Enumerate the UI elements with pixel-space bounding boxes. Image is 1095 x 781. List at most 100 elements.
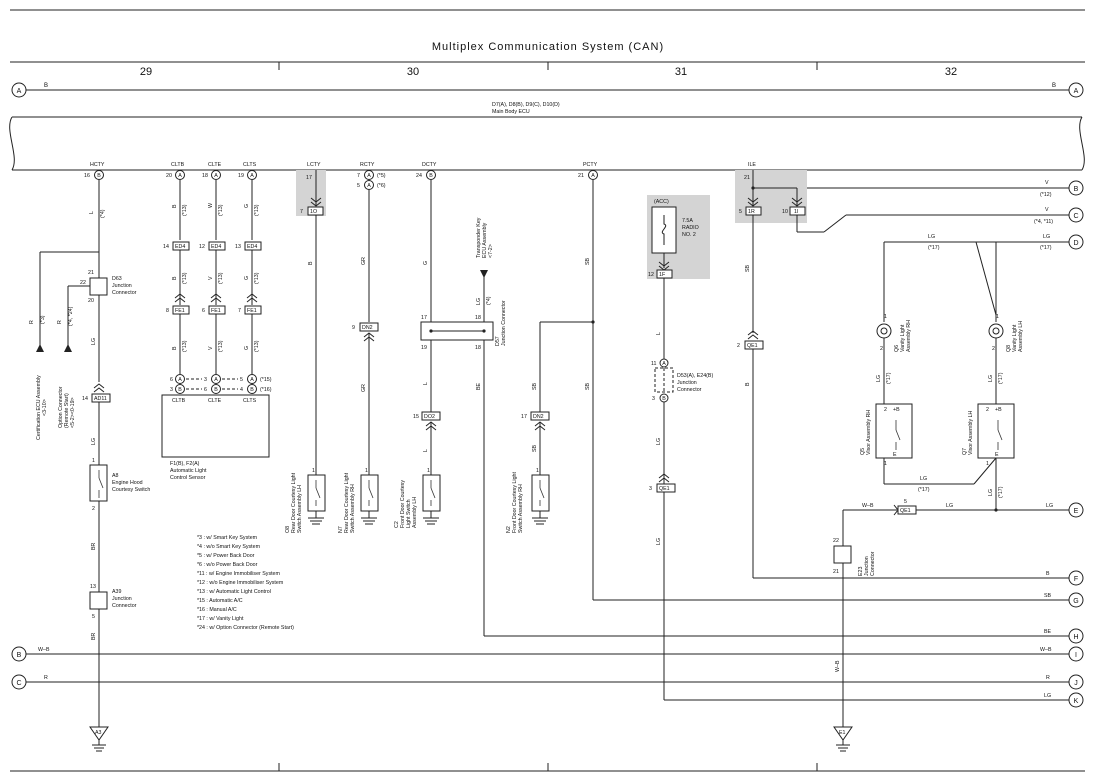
svg-text:11: 11 bbox=[651, 361, 657, 367]
svg-text:N7: N7 bbox=[338, 526, 344, 533]
svg-text:1: 1 bbox=[536, 468, 539, 474]
svg-text:ED4: ED4 bbox=[211, 244, 221, 250]
svg-text:13: 13 bbox=[235, 244, 241, 250]
svg-text:Assembly LH: Assembly LH bbox=[1018, 321, 1024, 352]
svg-text:LG: LG bbox=[656, 438, 662, 445]
svg-text:D: D bbox=[1073, 240, 1078, 247]
svg-text:C2: C2 bbox=[394, 521, 400, 528]
svg-text:W–B: W–B bbox=[1040, 647, 1052, 653]
svg-text:19: 19 bbox=[238, 173, 244, 179]
svg-text:LG: LG bbox=[920, 476, 927, 482]
svg-text:W: W bbox=[208, 203, 214, 208]
svg-text:1O: 1O bbox=[310, 209, 317, 215]
svg-text:*16 : Manual A/C: *16 : Manual A/C bbox=[197, 607, 237, 613]
svg-text:FE1: FE1 bbox=[175, 308, 185, 314]
svg-text:D63: D63 bbox=[112, 276, 122, 282]
svg-text:2: 2 bbox=[986, 407, 989, 413]
c2-switch bbox=[422, 474, 441, 512]
svg-text:E: E bbox=[995, 452, 999, 458]
ground-e1 bbox=[833, 726, 853, 741]
ecu-name: Main Body ECU bbox=[492, 109, 530, 115]
svg-text:LG: LG bbox=[928, 234, 935, 240]
svg-text:*4 : w/o Smart Key System: *4 : w/o Smart Key System bbox=[197, 544, 261, 550]
svg-text:LG: LG bbox=[656, 538, 662, 545]
svg-text:(*13): (*13) bbox=[254, 272, 260, 284]
svg-text:J: J bbox=[1074, 680, 1078, 687]
svg-text:B: B bbox=[429, 173, 433, 179]
svg-text:QE1: QE1 bbox=[659, 486, 670, 492]
svg-text:ED4: ED4 bbox=[175, 244, 185, 250]
svg-text:9: 9 bbox=[352, 325, 355, 331]
term-pcty: PCTY bbox=[583, 162, 598, 168]
hcty-circuit: L (*4) 21 22 20 D63 Junction Connector L… bbox=[29, 180, 150, 752]
svg-text:B: B bbox=[172, 346, 178, 350]
svg-text:B: B bbox=[97, 173, 101, 179]
svg-text:21: 21 bbox=[578, 173, 584, 179]
svg-text:(*16): (*16) bbox=[260, 387, 272, 393]
ecu-pins: B16 A20 A18 A19 17 A7(*5) A5(*6) B24 A21… bbox=[84, 170, 750, 190]
svg-text:B: B bbox=[745, 382, 751, 386]
svg-text:A3: A3 bbox=[95, 730, 102, 736]
term-dcty: DCTY bbox=[422, 162, 437, 168]
svg-text:Junction: Junction bbox=[112, 596, 132, 602]
svg-text:Junction Connector: Junction Connector bbox=[501, 300, 507, 346]
svg-text:1F: 1F bbox=[659, 272, 666, 278]
ecu-terminal-labels: HCTY CLTB CLTE CLTS LCTY RCTY DCTY PCTY … bbox=[90, 162, 756, 168]
svg-text:<5-2><0-19>: <5-2><0-19> bbox=[70, 397, 76, 428]
svg-text:BR: BR bbox=[91, 632, 97, 640]
svg-text:(*3): (*3) bbox=[40, 315, 46, 324]
svg-text:<3-10>: <3-10> bbox=[42, 399, 48, 416]
svg-text:*5 : w/ Power Back Door: *5 : w/ Power Back Door bbox=[197, 553, 255, 559]
svg-text:AD11: AD11 bbox=[94, 396, 107, 402]
d63-junction-connector bbox=[89, 277, 108, 296]
svg-text:(*17): (*17) bbox=[1040, 245, 1052, 251]
svg-text:*12 : w/o Engine Immobiliser S: *12 : w/o Engine Immobiliser System bbox=[197, 580, 284, 586]
svg-text:Front Door Courtesy Light: Front Door Courtesy Light bbox=[512, 472, 518, 533]
svg-text:O8: O8 bbox=[285, 526, 291, 533]
svg-text:(*6): (*6) bbox=[377, 183, 386, 189]
svg-text:(*17): (*17) bbox=[998, 372, 1004, 384]
svg-text:18: 18 bbox=[475, 315, 481, 321]
svg-text:B: B bbox=[178, 387, 182, 393]
svg-text:Switch Assembly RH: Switch Assembly RH bbox=[350, 484, 356, 533]
svg-text:R: R bbox=[29, 320, 35, 324]
svg-text:21: 21 bbox=[88, 270, 94, 276]
f1-clte: CLTE bbox=[208, 398, 222, 404]
bottom-buses: B W–B C R bbox=[11, 646, 1069, 690]
svg-text:GR: GR bbox=[361, 384, 367, 392]
svg-text:A39: A39 bbox=[112, 589, 121, 595]
svg-text:2: 2 bbox=[884, 407, 887, 413]
svg-text:(*13): (*13) bbox=[182, 272, 188, 284]
svg-text:Rear Door Courtesy Light: Rear Door Courtesy Light bbox=[291, 472, 297, 533]
svg-text:A8: A8 bbox=[112, 473, 119, 479]
svg-text:(*17): (*17) bbox=[928, 245, 940, 251]
ref-a-right-label: A bbox=[1074, 88, 1079, 95]
svg-text:*11 : w/ Engine Immobiliser Sy: *11 : w/ Engine Immobiliser System bbox=[197, 571, 281, 577]
ref-a-right bbox=[1068, 82, 1084, 98]
svg-text:*6 : w/o Power Back Door: *6 : w/o Power Back Door bbox=[197, 562, 258, 568]
svg-text:*17 : w/ Vanity Light: *17 : w/ Vanity Light bbox=[197, 616, 244, 622]
svg-text:Connector: Connector bbox=[112, 603, 137, 609]
svg-text:(*4): (*4) bbox=[486, 296, 492, 305]
e23-junction-connector bbox=[833, 545, 852, 564]
svg-text:18: 18 bbox=[475, 345, 481, 351]
svg-text:G: G bbox=[244, 346, 250, 350]
svg-text:2: 2 bbox=[92, 506, 95, 512]
f1-cltb: CLTB bbox=[172, 398, 186, 404]
svg-text:12: 12 bbox=[199, 244, 205, 250]
ground-a3 bbox=[89, 726, 109, 741]
svg-text:E: E bbox=[1074, 508, 1079, 515]
svg-text:DN2: DN2 bbox=[533, 414, 544, 420]
svg-text:LG: LG bbox=[91, 338, 97, 345]
term-lcty: LCTY bbox=[307, 162, 321, 168]
svg-text:17: 17 bbox=[521, 414, 527, 420]
svg-text:(*13): (*13) bbox=[218, 340, 224, 352]
svg-text:Certification ECU Assembly: Certification ECU Assembly bbox=[36, 375, 42, 440]
f1-automatic-light-control-sensor bbox=[161, 394, 270, 458]
svg-text:GR: GR bbox=[361, 257, 367, 265]
svg-text:(*4, *11): (*4, *11) bbox=[1034, 219, 1053, 225]
